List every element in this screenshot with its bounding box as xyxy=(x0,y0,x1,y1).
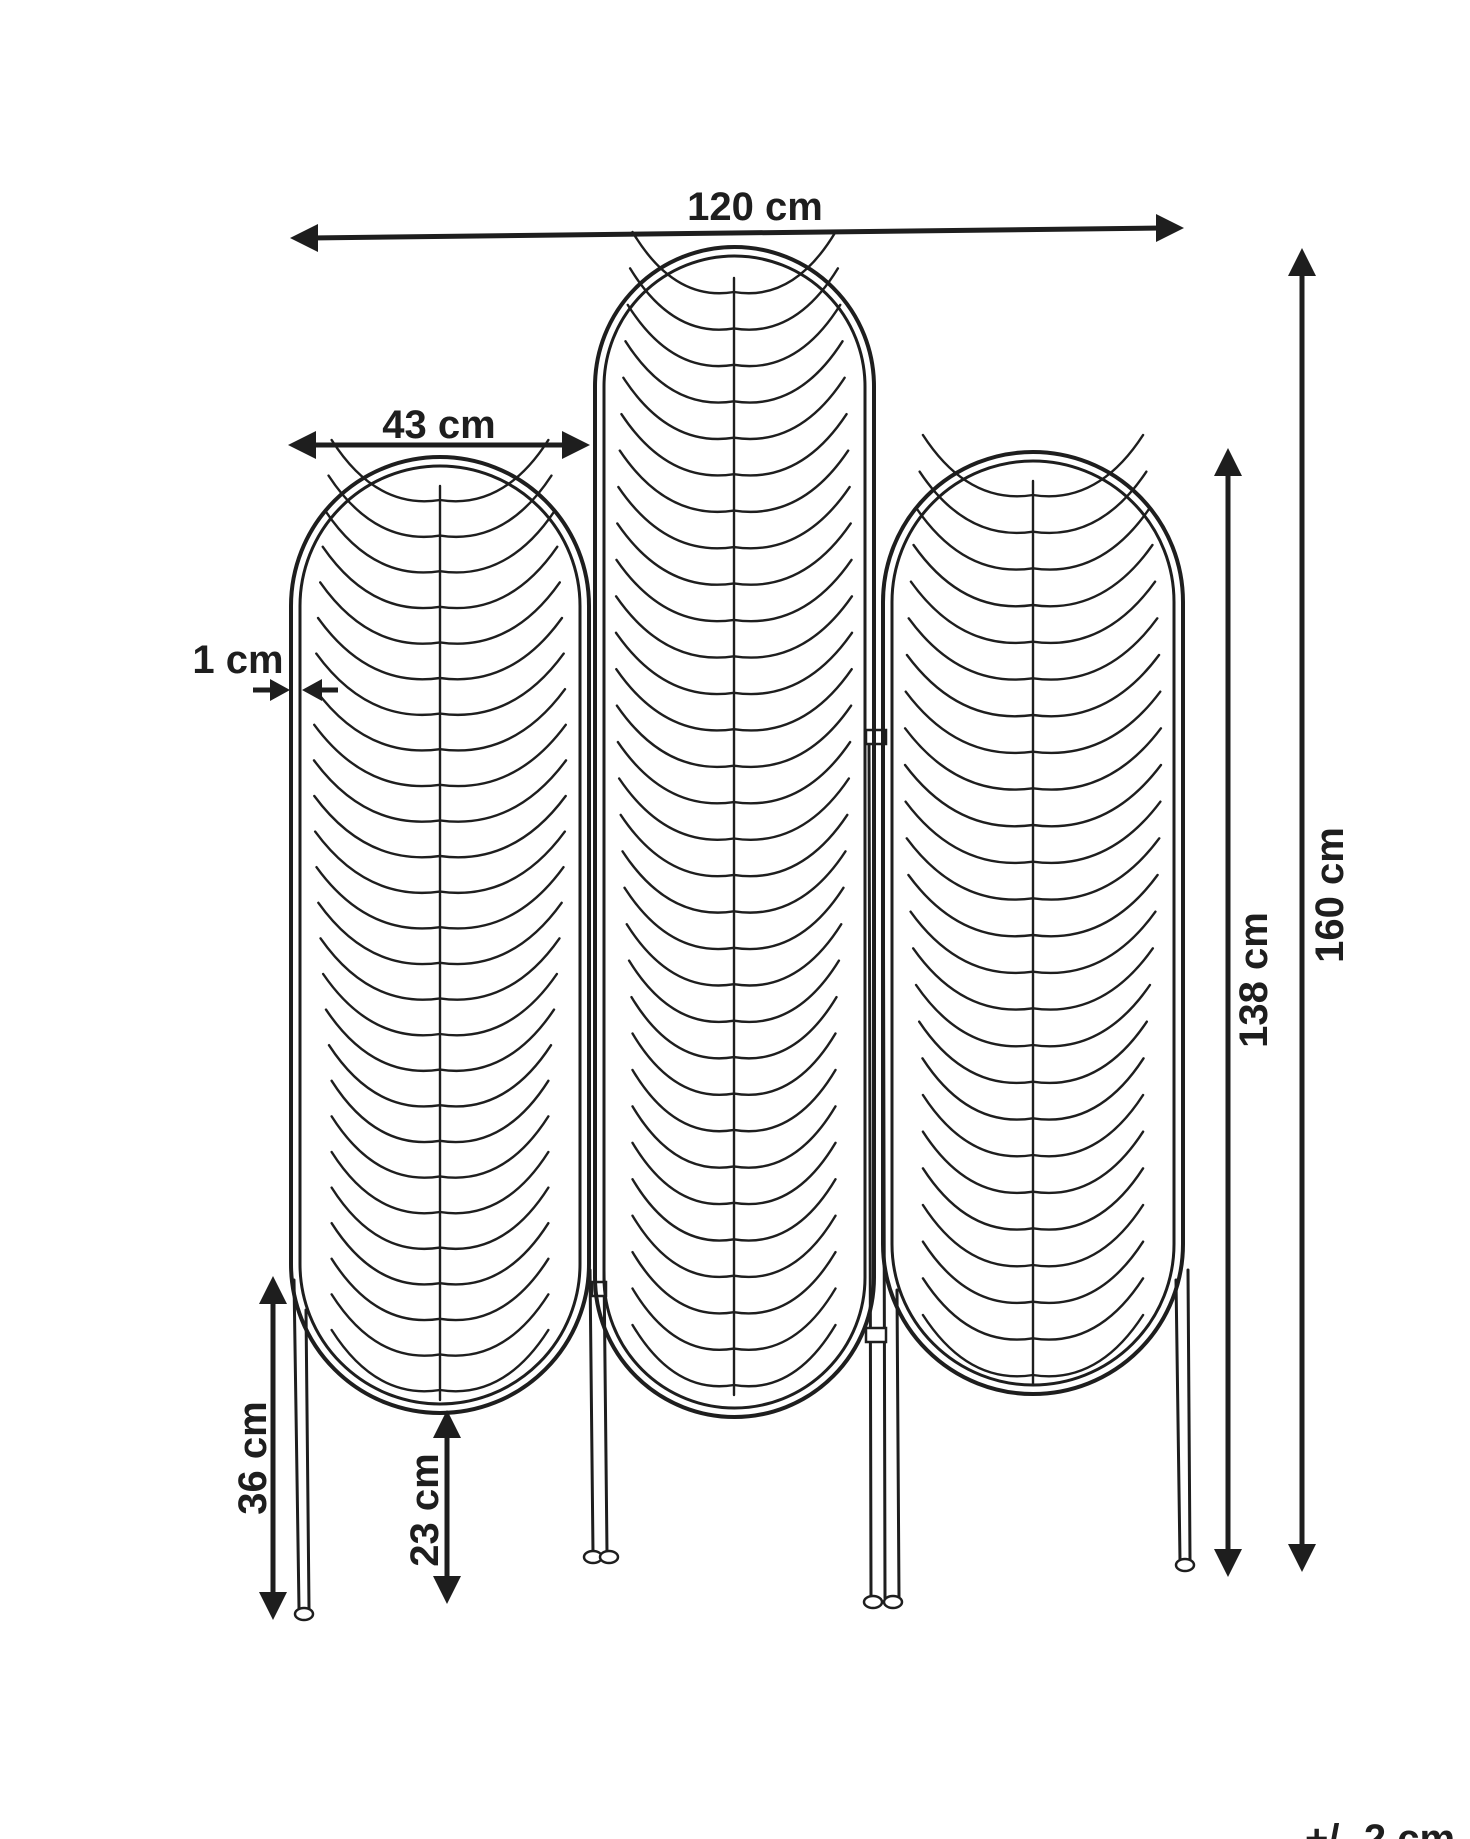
foot-center-right-b xyxy=(882,1594,904,1610)
dimension-ground-clearance: 23 cm xyxy=(403,1410,461,1604)
leg-right-a xyxy=(1174,1278,1182,1562)
label-total-width: 120 cm xyxy=(687,185,823,229)
legs xyxy=(292,728,1196,1622)
leg-center-right-a xyxy=(867,733,873,1600)
dimension-frame-thickness: 1 cm xyxy=(192,638,338,701)
foot-center-right-a xyxy=(862,1594,884,1610)
dimension-total-height: 160 cm xyxy=(1288,248,1352,1572)
panel-right xyxy=(881,433,1185,1396)
panel-left xyxy=(289,438,591,1415)
label-total-height: 160 cm xyxy=(1308,827,1352,963)
leg-left-outer xyxy=(292,1278,301,1610)
dimension-leg-height: 36 cm xyxy=(231,1276,287,1620)
hinge-middle xyxy=(864,1326,888,1344)
leg-center-left-b xyxy=(602,1268,609,1555)
dimension-side-panel-height: 138 cm xyxy=(1214,448,1276,1577)
panel-left-veins xyxy=(312,438,568,1402)
label-panel-width: 43 cm xyxy=(382,403,495,447)
panel-right-veins xyxy=(903,433,1163,1387)
leg-center-left-a xyxy=(588,1268,595,1555)
foot-center-left-b xyxy=(598,1549,620,1565)
leg-right-b xyxy=(1186,1268,1192,1562)
foot-right xyxy=(1174,1557,1196,1573)
tolerance-note: +/- 2 cm xyxy=(1305,1817,1455,1839)
dimension-total-width: 120 cm xyxy=(290,185,1184,252)
foot-left xyxy=(293,1606,315,1622)
label-side-panel-height: 138 cm xyxy=(1232,912,1276,1048)
leg-center-right-c xyxy=(895,1288,901,1600)
panel-center-veins xyxy=(614,230,854,1397)
dimension-panel-width: 43 cm xyxy=(288,403,590,459)
label-ground-clearance: 23 cm xyxy=(403,1453,447,1566)
panel-center xyxy=(593,230,876,1419)
label-leg-height: 36 cm xyxy=(231,1401,275,1514)
label-frame-thickness: 1 cm xyxy=(192,638,283,682)
leg-left-inner xyxy=(304,1308,311,1610)
